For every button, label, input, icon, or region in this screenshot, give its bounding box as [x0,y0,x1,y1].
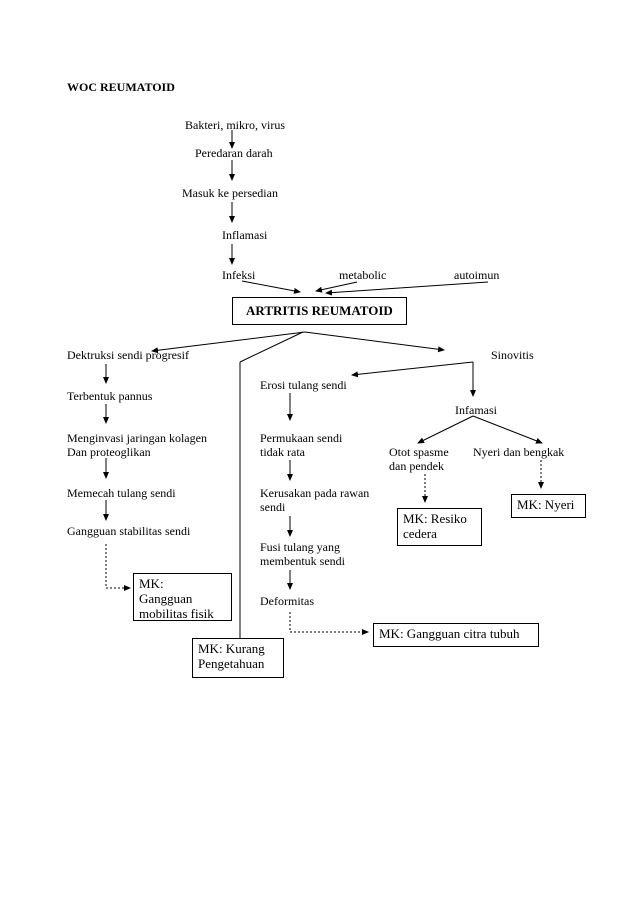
dotted-arrow-deformitas-citra [289,612,369,635]
node-metabolic: metabolic [339,268,387,282]
node-kerusakan: Kerusakan pada rawan sendi [260,486,370,514]
node-nyeri-bengkak: Nyeri dan bengkak [473,445,565,459]
mk-box-nyeri: MK: Nyeri [511,494,586,518]
line-main-pengetahuan-top [239,331,304,363]
arrow-metabolic-main [315,281,358,293]
mk-box-citra-tubuh: MK: Gangguan citra tubuh [373,623,539,647]
node-memecah: Memecah tulang sendi [67,486,176,500]
arrow-autoimun-main [325,281,489,296]
arrow-infamasi-otot [417,415,474,444]
node-bakteri: Bakteri, mikro, virus [185,118,285,132]
node-infeksi: Infeksi [222,268,256,282]
node-otot-spasme: Otot spasme dan pendek [389,445,449,473]
mk-box-resiko-cedera: MK: Resiko cedera [397,508,482,546]
node-infamasi: Infamasi [455,403,497,417]
arrow-main-sinovitis [304,331,445,353]
main-box-artritis: ARTRITIS REUMATOID [232,297,407,325]
mk-box-mobilitas: MK: Gangguan mobilitas fisik [133,573,232,621]
node-menginvasi: Menginvasi jaringan kolagen Dan proteogl… [67,431,207,459]
dotted-arrow-gangguan-mobilitas [105,544,131,591]
arrow-infamasi-nyeri [472,415,543,444]
node-inflamasi: Inflamasi [222,228,268,242]
node-autoimun: autoimun [454,268,500,282]
node-masuk-persedian: Masuk ke persedian [182,186,278,200]
node-dektruksi: Dektruksi sendi progresif [67,348,189,362]
node-peredaran-darah: Peredaran darah [195,146,273,160]
arrow-sinovitis-erosi [351,361,474,378]
page-title: WOC REUMATOID [67,80,175,94]
node-sinovitis: Sinovitis [491,348,534,362]
arrow-infeksi-main [241,280,301,294]
arrow-main-dektruksi [151,331,306,354]
node-pannus: Terbentuk pannus [67,389,153,403]
node-deformitas: Deformitas [260,594,314,608]
mk-box-pengetahuan: MK: Kurang Pengetahuan [192,638,284,678]
node-gangguan-stabilitas: Gangguan stabilitas sendi [67,524,191,538]
node-fusi: Fusi tulang yang membentuk sendi [260,540,345,568]
node-permukaan: Permukaan sendi tidak rata [260,431,343,459]
node-erosi: Erosi tulang sendi [260,378,347,392]
